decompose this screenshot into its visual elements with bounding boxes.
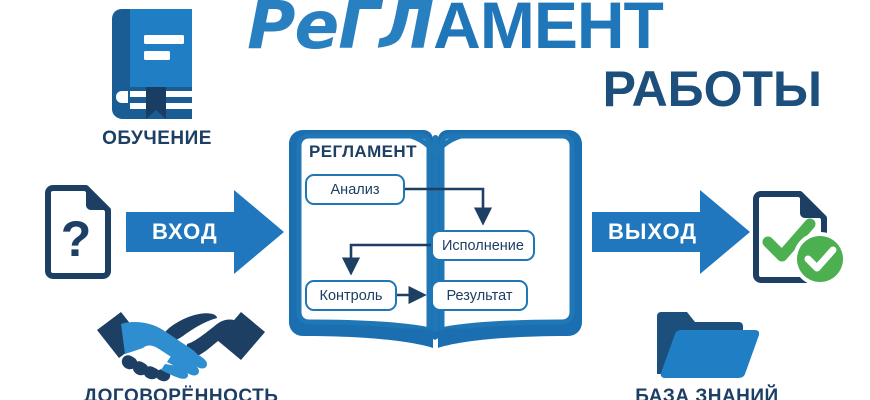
title-bold-part: АМЕНТ [433, 0, 664, 62]
document-check-icon [753, 191, 847, 286]
book-icon [112, 9, 192, 119]
flow-box-rezultat[interactable]: Результат [431, 280, 528, 311]
output-arrow-label: ВЫХОД [608, 219, 698, 244]
flow-box-kontrol[interactable]: Контроль [305, 280, 397, 311]
knowledge-icon-label: БАЗА ЗНАНИЙ [635, 386, 779, 400]
flow-box-ispolnenie[interactable]: Исполнение [431, 230, 535, 261]
book-heading: РЕГЛАМЕНТ [309, 142, 417, 161]
svg-text:?: ? [61, 211, 92, 267]
training-icon-label: ОБУЧЕНИЕ [102, 128, 212, 149]
flow-connectors [341, 187, 493, 305]
input-arrow-label: ВХОД [152, 219, 218, 244]
input-arrow [126, 190, 284, 274]
output-arrow [592, 190, 750, 274]
handshake-icon [97, 312, 265, 382]
document-question-icon: ? [45, 185, 111, 279]
title-script-part: РеГЛ [247, 0, 434, 64]
agreement-icon-label: ДОГОВОРЁННОСТЬ [83, 386, 279, 400]
flow-box-analiz[interactable]: Анализ [305, 174, 405, 205]
folder-icon [657, 312, 759, 378]
regulation-book: РЕГЛАМЕНТ Анализ Исполнение Контроль Рез… [283, 122, 588, 362]
